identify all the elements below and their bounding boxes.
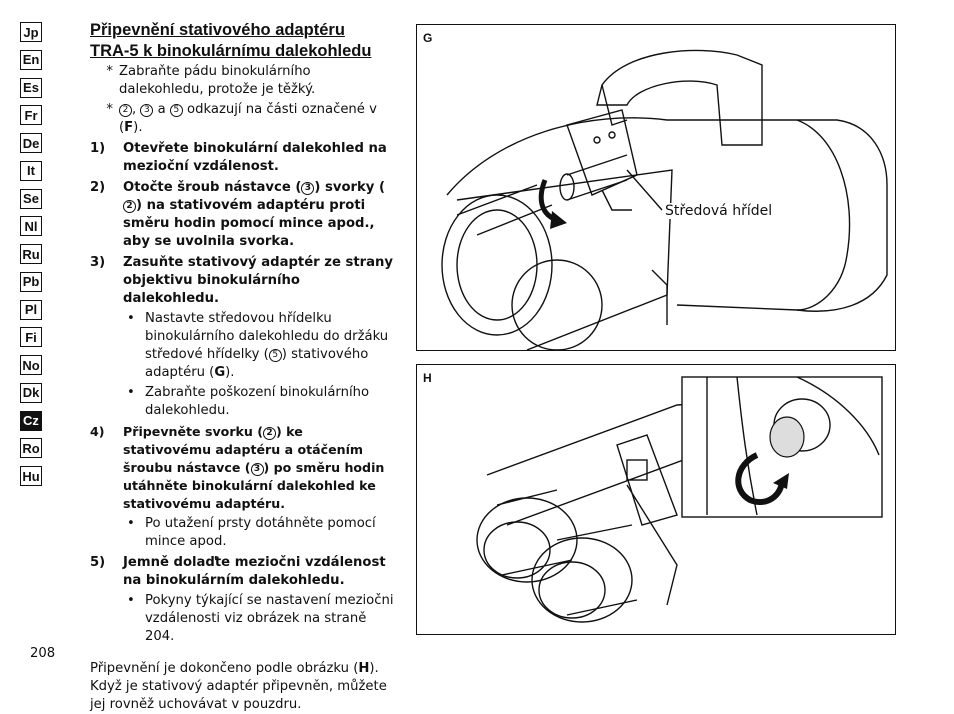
bullet-part-a: Nastavte středovou hřídelku binokulárníh… xyxy=(145,311,389,362)
part-number-3: 3 xyxy=(250,463,264,476)
step-3-bullet-2: • Zabraňte poškození binokulárního dalek… xyxy=(127,384,395,420)
language-tab-ru[interactable]: Ru xyxy=(20,244,42,264)
closing-paragraph: Připevnění je dokončeno podle obrázku (H… xyxy=(90,660,395,714)
attached-adapter-illustration xyxy=(476,376,883,623)
inset-detail xyxy=(681,376,883,518)
instructions-column: Připevnění stativového adaptéru TRA-5 k … xyxy=(90,20,395,714)
page-number: 208 xyxy=(30,646,56,661)
language-tab-no[interactable]: No xyxy=(20,355,42,375)
bullet: • xyxy=(127,593,135,608)
part-number-3: 3 xyxy=(140,104,154,117)
step-number: 3) xyxy=(90,255,106,270)
figure-label-h: H xyxy=(423,371,432,385)
language-tab-ro[interactable]: Ro xyxy=(20,438,42,459)
language-tab-dk[interactable]: Dk xyxy=(20,382,42,403)
step-2-part-a: Otočte šroub nástavce ( xyxy=(123,180,302,195)
note-2: * 2, 3 a 5 odkazují na části označené v … xyxy=(90,101,395,137)
bullet-text: Zabraňte poškození binokulárního dalekoh… xyxy=(145,385,370,418)
bullet: • xyxy=(127,385,135,400)
note-2-text: 2, 3 a 5 odkazují na části označené v (F… xyxy=(119,101,395,137)
step-4-part-b: ) ke stativovému adaptéru a otáčením šro… xyxy=(123,424,364,475)
language-tab-pb[interactable]: Pb xyxy=(20,271,42,292)
bullet: • xyxy=(127,516,135,531)
bullet-end: ). xyxy=(225,365,235,380)
note-2-end: ). xyxy=(133,120,143,135)
figure-ref-h: H xyxy=(358,661,370,676)
language-tab-cz[interactable]: Cz xyxy=(20,410,42,431)
step-1-text: Otevřete binokulární dalekohled na mezio… xyxy=(123,141,387,174)
language-tab-fi[interactable]: Fi xyxy=(20,327,42,348)
page-title: Připevnění stativového adaptéru TRA-5 k … xyxy=(90,20,395,62)
closing-part-a: Připevnění je dokončeno podle obrázku ( xyxy=(90,661,359,676)
step-number: 5) xyxy=(90,555,106,570)
step-number: 2) xyxy=(90,180,106,195)
figure-h: H xyxy=(416,364,896,635)
step-4-text: Připevněte svorku (2) ke stativovému ada… xyxy=(123,423,395,513)
step-number: 1) xyxy=(90,141,106,156)
step-2-part-b: ) svorky ( xyxy=(314,180,386,195)
language-tab-fr[interactable]: Fr xyxy=(20,105,42,126)
note-2-body: odkazují na části označené v ( xyxy=(119,102,377,135)
step-5-bullet: • Pokyny týkající se nastavení meziočni … xyxy=(127,592,395,646)
title-line-2: TRA-5 k binokulárnímu dalekohledu xyxy=(90,42,372,60)
clockwise-arrow-icon xyxy=(735,452,789,505)
step-4-part-a: Připevněte svorku ( xyxy=(123,424,264,439)
part-number-5: 5 xyxy=(169,104,183,117)
center-shaft-callout: Středová hřídel xyxy=(665,203,773,219)
step-2: 2) Otočte šroub nástavce (3) svorky ( 2) … xyxy=(90,179,395,251)
separator: a xyxy=(153,102,170,117)
step-5: 5) Jemně dolaďte meziočni vzdálenost na … xyxy=(90,554,395,590)
step-3-bullet-1: • Nastavte středovou hřídelku binokulárn… xyxy=(127,310,395,382)
note-star: * xyxy=(106,64,113,79)
bullet-text: Po utažení prsty dotáhněte pomocí mince … xyxy=(145,516,376,549)
figure-ref-g: G xyxy=(214,365,226,380)
language-tab-se[interactable]: Se xyxy=(20,188,42,209)
language-tab-jp[interactable]: Jp xyxy=(20,22,42,42)
part-number-2: 2 xyxy=(123,200,136,213)
language-tab-es[interactable]: Es xyxy=(20,77,42,98)
step-4: 4) Připevněte svorku (2) ke stativovému … xyxy=(90,423,395,513)
language-tab-de[interactable]: De xyxy=(20,133,42,153)
bullet-text: Nastavte středovou hřídelku binokulárníh… xyxy=(145,310,395,382)
part-number-2: 2 xyxy=(119,104,132,117)
bullet: • xyxy=(127,311,135,326)
step-number: 4) xyxy=(90,424,105,439)
part-number-2: 2 xyxy=(263,427,277,440)
language-tab-hu[interactable]: Hu xyxy=(20,466,42,486)
language-tab-en[interactable]: En xyxy=(20,49,42,70)
step-1: 1) Otevřete binokulární dalekohled na me… xyxy=(90,140,395,176)
bullet-text: Pokyny týkající se nastavení meziočni vz… xyxy=(145,593,394,644)
language-tab-pl[interactable]: Pl xyxy=(20,299,42,320)
figure-label-g: G xyxy=(423,31,433,45)
part-number-3: 3 xyxy=(301,182,315,195)
part-number-5: 5 xyxy=(268,349,282,362)
note-1-text: Zabraňte pádu binokulárního dalekohledu,… xyxy=(119,64,316,97)
step-2-text: Otočte šroub nástavce (3) svorky ( 2) na … xyxy=(123,179,395,251)
step-2-part-c: ) na stativovém adaptéru proti směru hod… xyxy=(123,198,375,249)
bullet-part-b: ) stativového adaptéru ( xyxy=(145,347,369,380)
language-tab-nl[interactable]: Nl xyxy=(20,216,42,237)
figure-g: G Středová hřídel xyxy=(416,24,896,351)
step-5-text: Jemně dolaďte meziočni vzdálenost na bin… xyxy=(123,555,386,588)
rotate-arrow-icon xyxy=(538,179,567,229)
note-1: * Zabraňte pádu binokulárního dalekohled… xyxy=(90,63,395,99)
binocular-adapter-illustration xyxy=(441,49,888,350)
title-line-1: Připevnění stativového adaptéru xyxy=(90,21,345,39)
step-3-text: Zasuňte stativový adaptér ze strany obje… xyxy=(123,255,394,306)
step-4-bullet: • Po utažení prsty dotáhněte pomocí minc… xyxy=(127,515,395,551)
language-tab-it[interactable]: It xyxy=(20,160,42,181)
step-4-part-c: ) po směru hodin utáhněte binokulární da… xyxy=(123,460,385,511)
figure-ref-f: F xyxy=(124,120,134,135)
separator: , xyxy=(132,102,141,117)
step-3: 3) Zasuňte stativový adaptér ze strany o… xyxy=(90,254,395,308)
note-star: * xyxy=(106,102,113,117)
